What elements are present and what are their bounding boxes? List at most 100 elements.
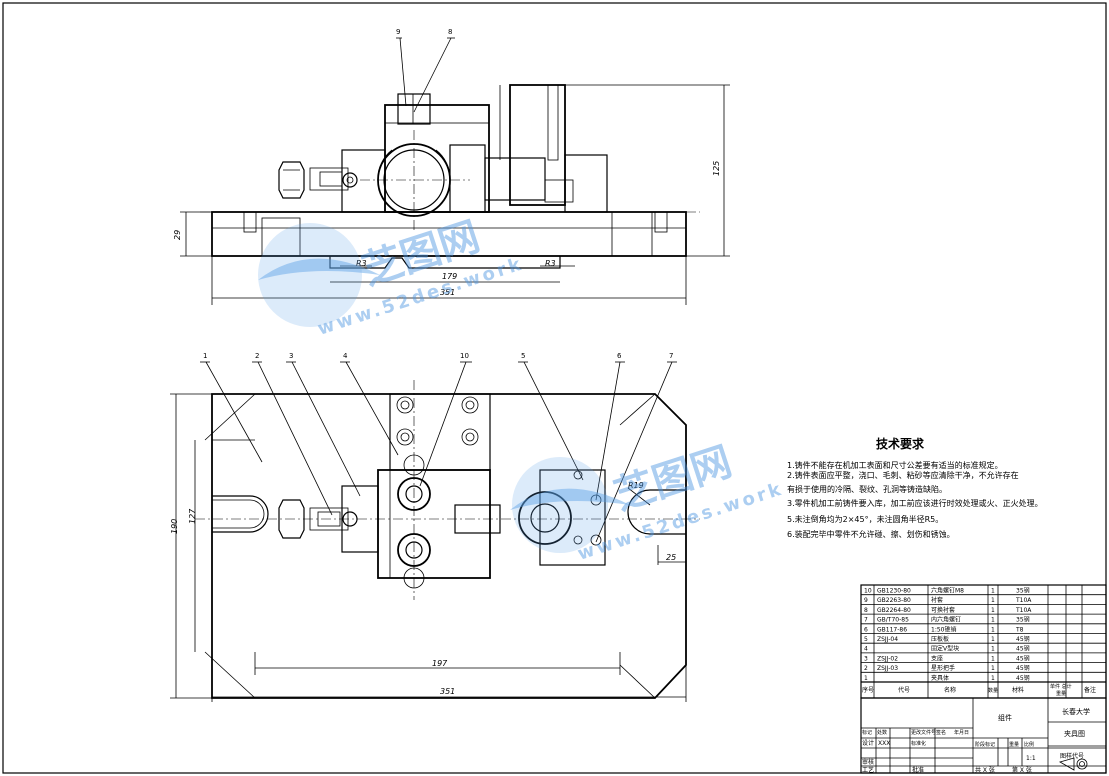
leader-8: 8 <box>448 28 452 36</box>
dim-r-right: R3 <box>545 259 556 268</box>
tb-std: 标准化 <box>911 740 926 747</box>
tb-mark: 标记 <box>862 729 872 736</box>
bom-cell-name: 衬套 <box>931 596 943 604</box>
bom-cell-material: T10A <box>1015 607 1032 614</box>
tech-line-6: 6.装配完毕中零件不允许碰、擦、划伤和锈蚀。 <box>787 529 955 539</box>
bom-h-unit: 单件 总计 <box>1050 683 1072 690</box>
plan-dims: 190 127 197 351 25 R19 <box>170 393 687 702</box>
bom-cell-qty: 1 <box>991 675 995 682</box>
leader-5: 5 <box>521 352 525 360</box>
bom-cell-material: 45钢 <box>1016 664 1030 672</box>
bom-cell-no: 7 <box>864 617 868 624</box>
tb-sheet-no: 第 X 张 <box>1012 766 1032 774</box>
bom-h-name: 名称 <box>944 686 956 694</box>
tb-approve: 批准 <box>912 766 924 774</box>
bom-h-code: 代号 <box>898 686 910 694</box>
bom-cell-material: 45钢 <box>1016 674 1030 682</box>
watermark-2: 芝图网 www.52des.work <box>510 439 786 565</box>
leader-4: 4 <box>343 352 348 360</box>
bom-cell-name: 六角螺钉M8 <box>931 587 964 595</box>
tech-line-4: 3.零件机加工前铸件要入库，加工前应该进行时效处理或火、正火处理。 <box>787 498 1043 508</box>
elevation-view: 29 125 351 179 R3 R3 9 8 <box>173 28 730 305</box>
tb-weight: 重量 <box>1009 741 1019 748</box>
tb-stage: 阶段标记 <box>975 741 995 748</box>
bom-h-qty: 数量 <box>988 687 998 694</box>
bom-cell-no: 9 <box>864 597 868 604</box>
bom-cell-code: ZSJJ-03 <box>877 665 898 672</box>
tb-design: 设计 <box>862 739 874 747</box>
bom-cell-name: 1:50锥销 <box>931 625 956 633</box>
leader-9: 9 <box>396 28 400 36</box>
bom-cell-material: 35钢 <box>1016 616 1030 624</box>
tb-count: 处数 <box>877 729 887 736</box>
bom-cell-name: 固定V型块 <box>931 645 959 653</box>
bom-cell-no: 4 <box>864 646 868 653</box>
bom-cell-no: 5 <box>864 636 868 643</box>
dim-overall-351-plan: 351 <box>440 687 455 696</box>
bom-cell-name: 星形把手 <box>931 664 955 672</box>
tb-date: 年月日 <box>954 729 969 736</box>
bom-cell-qty: 1 <box>991 588 995 595</box>
bom-h-weight: 重量 <box>1056 690 1066 697</box>
tb-assembly: 组件 <box>998 713 1012 722</box>
tb-drawing-name: 夹具图 <box>1064 729 1085 738</box>
bom-cell-material: T8 <box>1015 626 1024 633</box>
bom-cell-name: 内六角螺钉 <box>931 616 961 624</box>
tech-line-2: 2.铸件表面应平整，浇口、毛刺、粘砂等应清除干净，不允许存在 <box>787 470 1019 480</box>
tb-scale-label: 比例 <box>1024 741 1034 748</box>
bom-cell-qty: 1 <box>991 636 995 643</box>
dim-tall-125: 125 <box>712 161 721 176</box>
leader-6: 6 <box>617 352 622 360</box>
bom-cell-code: GB2263-80 <box>877 597 911 604</box>
dim-radius-r19: R19 <box>628 481 644 490</box>
tech-line-5: 5.未注倒角均为2×45°，未注圆角半径R5。 <box>787 514 943 524</box>
bom-cell-name: 夹具体 <box>931 674 949 682</box>
tb-code-label: 图样代号 <box>1060 752 1084 760</box>
bom-cell-name: 支座 <box>931 654 943 662</box>
dim-height-29: 29 <box>173 230 182 240</box>
dim-slot-25: 25 <box>666 553 676 562</box>
tb-scale: 1:1 <box>1026 755 1036 762</box>
tb-change: 更改文件号 <box>911 729 936 736</box>
watermark-1: 芝图网 www.52des.work <box>258 214 526 340</box>
dim-r-left: R3 <box>356 259 367 268</box>
leader-2: 2 <box>255 352 259 360</box>
tech-requirements: 技术要求 1.铸件不能存在机加工表面和尺寸公差要有适当的标准规定。 2.铸件表面… <box>787 436 1043 539</box>
bom-cell-no: 10 <box>864 588 872 595</box>
bom-cell-qty: 1 <box>991 607 995 614</box>
bom-cell-material: 45钢 <box>1016 654 1030 662</box>
bom-cell-name: 压板板 <box>931 635 949 643</box>
tb-process: 工艺 <box>862 766 874 774</box>
bom-cell-no: 3 <box>864 655 868 662</box>
tech-title: 技术要求 <box>876 436 925 451</box>
bom-cell-no: 6 <box>864 626 868 633</box>
bom-cell-qty: 1 <box>991 665 995 672</box>
projection-symbol <box>1058 757 1088 771</box>
dim-inner-179: 179 <box>442 272 457 281</box>
bom-cell-code: GB2264-80 <box>877 607 911 614</box>
bom-cell-qty: 1 <box>991 597 995 604</box>
tb-school: 长春大学 <box>1062 707 1090 716</box>
dim-sub-127: 127 <box>188 508 197 524</box>
bom-cell-no: 8 <box>864 607 868 614</box>
bom-cell-code: GB117-86 <box>877 626 907 633</box>
tech-line-1: 1.铸件不能存在机加工表面和尺寸公差要有适当的标准规定。 <box>787 460 1003 470</box>
leader-10: 10 <box>460 352 469 360</box>
bom-cell-code: GB/T70-85 <box>877 617 909 624</box>
tech-line-3: 有损于使用的冷隔、裂纹、孔洞等铸造缺陷。 <box>787 484 947 494</box>
tb-review: 审核 <box>862 758 874 766</box>
bom-cell-material: T10A <box>1015 597 1032 604</box>
bom-cell-material: 45钢 <box>1016 635 1030 643</box>
bom-cell-material: 35钢 <box>1016 587 1030 595</box>
dim-height-190: 190 <box>170 519 179 534</box>
bom-cell-qty: 1 <box>991 655 995 662</box>
bom-cell-no: 2 <box>864 665 868 672</box>
dim-inner-197: 197 <box>432 659 448 668</box>
bom-cell-qty: 1 <box>991 626 995 633</box>
bom-cell-qty: 1 <box>991 646 995 653</box>
tb-design-value: XXX <box>878 740 890 747</box>
bom-cell-qty: 1 <box>991 617 995 624</box>
